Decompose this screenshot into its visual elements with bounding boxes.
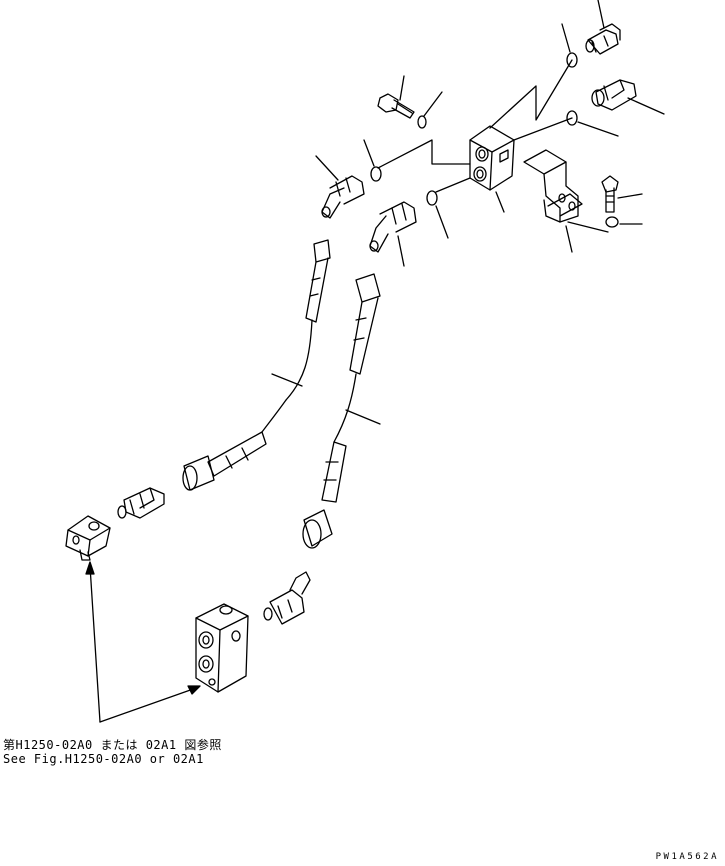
- leader-line: [397, 235, 405, 267]
- hose-assembly-right: [302, 273, 381, 549]
- reference-note-english: See Fig.H1250-02A0 or 02A1: [3, 752, 204, 766]
- leader-line: [271, 373, 303, 387]
- washer-right: [605, 216, 619, 228]
- leader-line: [627, 97, 665, 115]
- o-ring-top: [566, 52, 578, 68]
- mounting-bracket: [523, 149, 609, 233]
- leader-line: [315, 155, 339, 181]
- leader-line: [363, 139, 375, 167]
- elbow-fitting-bottom: [263, 571, 311, 625]
- port-routing-lines: [377, 59, 573, 193]
- connector-fitting-right: [591, 79, 637, 111]
- bolt-right: [601, 175, 619, 213]
- drawing-code: PW1A562A: [655, 852, 719, 862]
- reference-note-japanese: 第H1250-02A0 または 02A1 図参照: [3, 738, 222, 752]
- leader-line: [597, 0, 605, 29]
- manifold-block-top: [469, 125, 515, 191]
- nipple-fitting-top: [585, 23, 621, 55]
- bolt-top: [377, 93, 415, 119]
- leader-line: [423, 91, 443, 117]
- leader-line: [345, 409, 381, 425]
- elbow-fitting-middle: [369, 201, 417, 253]
- washer-top: [417, 115, 427, 129]
- elbow-fitting-upper-left: [321, 175, 365, 219]
- leader-line: [617, 193, 643, 199]
- leader-line: [399, 75, 405, 101]
- leader-line: [577, 121, 619, 137]
- leader-line: [565, 225, 573, 253]
- hose-assembly-left: [182, 239, 331, 491]
- o-ring-right: [566, 110, 578, 126]
- leader-line: [495, 191, 505, 213]
- reference-arrows: [85, 561, 201, 723]
- valve-block-bottom: [195, 603, 249, 693]
- o-ring-left: [370, 166, 382, 182]
- leader-line: [561, 23, 571, 53]
- leader-line: [435, 205, 449, 239]
- o-ring-lower: [426, 190, 438, 206]
- nipple-fitting-left: [117, 487, 165, 519]
- tee-fitting-left: [65, 515, 111, 561]
